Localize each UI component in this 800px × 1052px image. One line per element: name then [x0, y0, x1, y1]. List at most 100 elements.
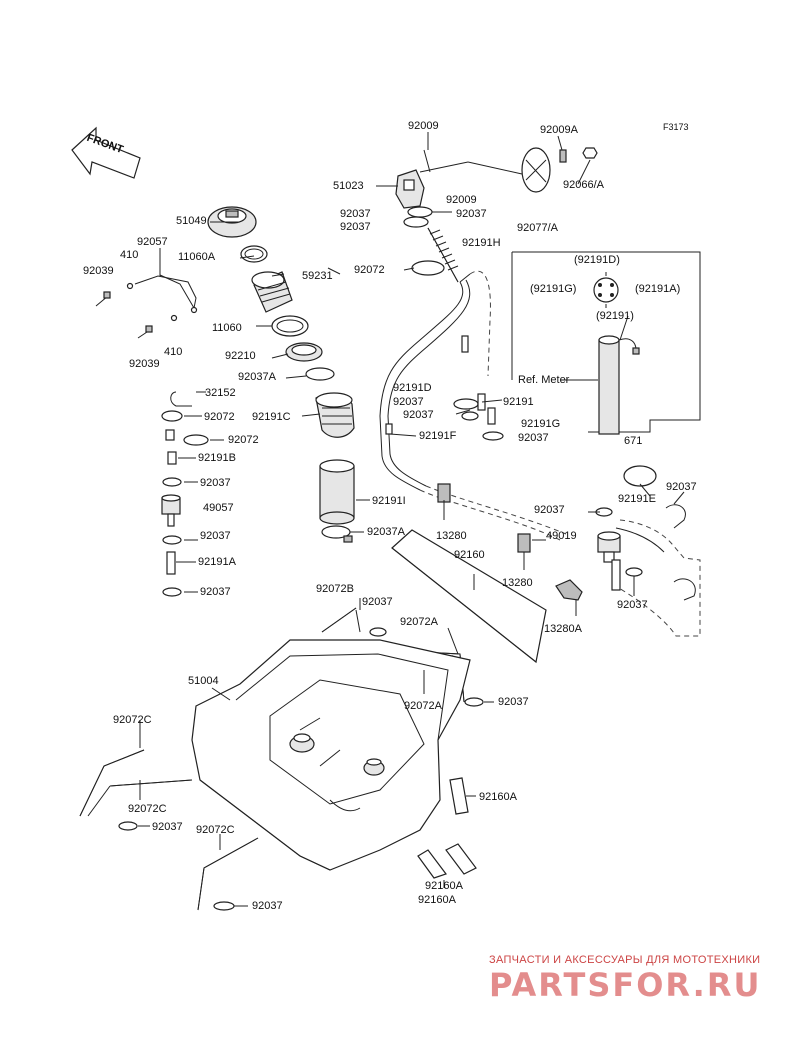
fuel-tank-51004 [191, 639, 471, 871]
label-92191c: 92191C [252, 411, 291, 423]
label-92191: 92191 [503, 396, 534, 408]
watermark-logo[interactable]: PARTSFOR.RU [489, 966, 762, 1004]
pad-92160 [391, 529, 547, 664]
label-92072a: 92072A [404, 700, 442, 712]
label-92037: 92037 [200, 586, 231, 598]
label-32152: 32152 [205, 387, 236, 399]
label-92191g: 92191G [521, 418, 561, 430]
label-92191d-meter: (92191D) [574, 254, 620, 266]
pad-92160a-3 [445, 843, 477, 875]
label-59231: 59231 [302, 270, 333, 282]
label-92037: 92037 [200, 477, 231, 489]
hose-92072-a [161, 410, 183, 422]
label-410: 410 [120, 249, 139, 261]
label-92191-meter: (92191) [596, 310, 634, 322]
clamp-92037-a1 [407, 206, 433, 218]
label-51049: 51049 [176, 215, 207, 227]
rivet-410-bottom [170, 314, 178, 322]
leader-lines [138, 132, 685, 907]
valve-49019 [597, 531, 621, 563]
label-92210: 92210 [225, 350, 256, 362]
hose-92191c [315, 392, 355, 438]
clamp-92037-l [464, 697, 484, 707]
clamp-92037-b [162, 477, 182, 487]
fuel-cock-51023 [395, 149, 469, 209]
label-92191f: 92191F [419, 430, 457, 442]
label-92191e: 92191E [618, 493, 656, 505]
label-92072a: 92072A [400, 616, 438, 628]
clamp-92037-f [461, 411, 479, 421]
pipe-92191a [166, 551, 176, 575]
label-92037a: 92037A [367, 526, 405, 538]
o-ring-92191e [623, 465, 657, 487]
label-92191a: 92191A [198, 556, 236, 568]
pad-92160a-2 [417, 849, 447, 879]
screw-92009a [559, 149, 567, 163]
label-92037: 92037 [666, 481, 697, 493]
hose-92072c-1 [79, 749, 145, 817]
clip-13280-a [437, 483, 451, 503]
label-92037: 92037 [362, 596, 393, 608]
pipe-92191g [487, 407, 496, 425]
clip-13280-b [517, 533, 531, 553]
label-51023: 51023 [333, 180, 364, 192]
label-92037: 92037 [393, 396, 424, 408]
label-92160a: 92160A [425, 880, 463, 892]
label-92072: 92072 [354, 264, 385, 276]
label-410: 410 [164, 346, 183, 358]
label-92009: 92009 [408, 120, 439, 132]
ref-meter-label: Ref. Meter [518, 374, 570, 386]
pipe-92191b [167, 451, 177, 465]
clamp-92037a-top [305, 367, 335, 381]
label-13280a: 13280A [544, 623, 582, 635]
clamp-92037-d [162, 587, 182, 597]
label-92009-mid: 92009 [446, 194, 477, 206]
front-arrow-icon [71, 126, 141, 179]
label-92037: 92037 [340, 221, 371, 233]
clamp-92037-m [118, 821, 138, 831]
label-92191g-meter: (92191G) [530, 283, 577, 295]
clamp-92037-a3 [403, 216, 429, 228]
label-92191b: 92191B [198, 452, 236, 464]
label-92037: 92037 [498, 696, 529, 708]
filler-neck [251, 271, 293, 313]
label-92037: 92037 [252, 900, 283, 912]
label-92057: 92057 [137, 236, 168, 248]
pad-92160a-1 [449, 777, 469, 815]
label-92037: 92037 [200, 530, 231, 542]
meter-head [593, 272, 619, 308]
label-51004: 51004 [188, 675, 219, 687]
label-92072b: 92072B [316, 583, 354, 595]
label-92037: 92037 [617, 599, 648, 611]
label-92037: 92037 [340, 208, 371, 220]
label-92037: 92037 [534, 504, 565, 516]
nut-92066 [582, 147, 598, 159]
label-49019: 49019 [546, 530, 577, 542]
label-92009a: 92009A [540, 124, 578, 136]
valve-49057 [161, 494, 181, 527]
label-671: 671 [624, 435, 643, 447]
watermark-tagline: ЗАПЧАСТИ И АКСЕССУАРЫ ДЛЯ МОТОТЕХНИКИ [489, 954, 761, 966]
label-92039: 92039 [83, 265, 114, 277]
label-92160a: 92160A [418, 894, 456, 906]
clamp-92037-e [453, 398, 479, 410]
label-92191a-meter: (92191A) [635, 283, 681, 295]
label-92077a: 92077/A [517, 222, 558, 234]
label-92037: 92037 [152, 821, 183, 833]
figure-code: F3173 [663, 122, 689, 132]
clip-13280a [555, 579, 583, 601]
label-13280: 13280 [502, 577, 533, 589]
fuel-meter-671 [598, 335, 640, 435]
hose-92191h [427, 227, 459, 283]
screw-92039-top [95, 291, 111, 307]
pipe-center [461, 335, 469, 353]
clamp-right-lower [673, 578, 696, 601]
clip-32152 [170, 391, 192, 407]
label-92037: 92037 [518, 432, 549, 444]
label-92066a: 92066/A [563, 179, 604, 191]
cap-strap [126, 274, 198, 314]
pipe-92191 [165, 429, 175, 441]
label-92191d: 92191D [393, 382, 432, 394]
